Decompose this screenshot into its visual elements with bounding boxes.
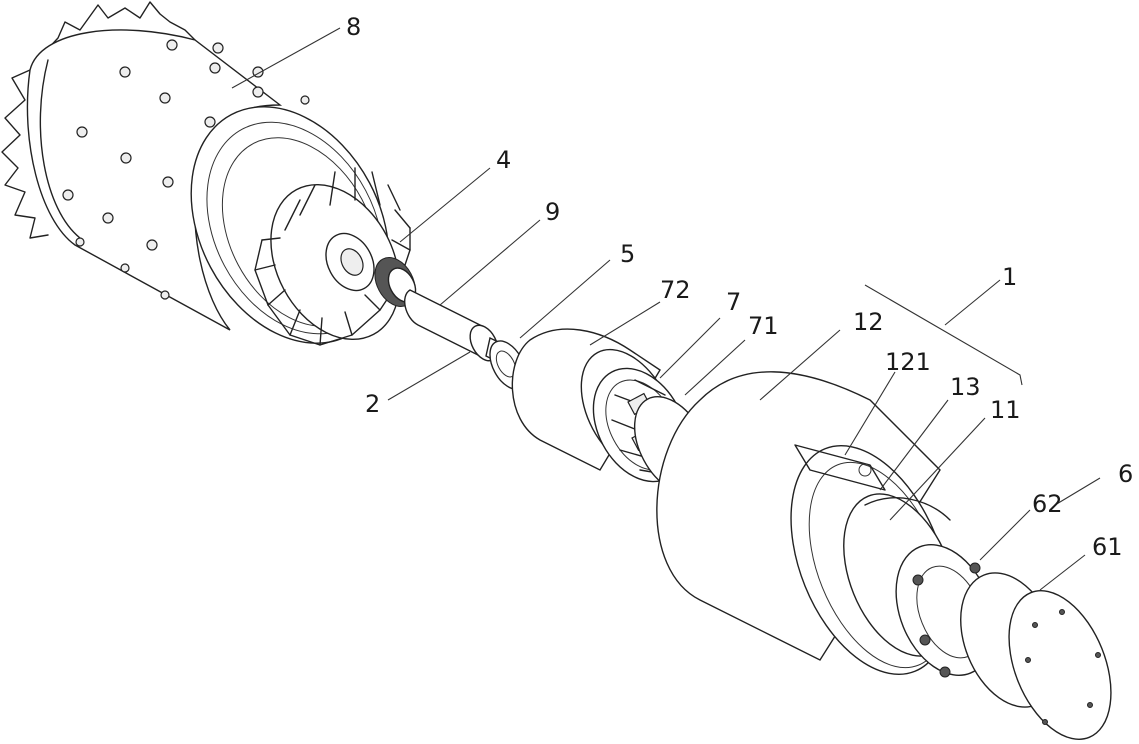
callout-labels: 8 4 9 5 72 7 71 12 1 121 13 11 6 62 61 2 — [346, 13, 1133, 561]
callout-2: 2 — [365, 390, 380, 418]
leader-lines — [231, 27, 1101, 591]
callout-11: 11 — [990, 396, 1021, 424]
callout-1: 1 — [1002, 263, 1017, 291]
callout-5: 5 — [620, 240, 635, 268]
callout-8: 8 — [346, 13, 361, 41]
callout-13: 13 — [950, 373, 981, 401]
callout-62: 62 — [1032, 490, 1063, 518]
callout-4: 4 — [496, 146, 511, 174]
callout-61: 61 — [1092, 533, 1123, 561]
callout-71: 71 — [748, 312, 779, 340]
part-4-fan-impeller — [254, 167, 411, 346]
drum-studs — [62, 39, 310, 300]
callout-6: 6 — [1118, 460, 1133, 488]
group-bracket-1 — [864, 284, 1023, 386]
callout-9: 9 — [545, 198, 560, 226]
callout-12: 12 — [853, 308, 884, 336]
part-61-end-plate — [960, 572, 1112, 740]
callout-121: 121 — [885, 348, 931, 376]
callout-7: 7 — [726, 288, 741, 316]
callout-72: 72 — [660, 276, 691, 304]
part-12-housing — [656, 371, 950, 676]
